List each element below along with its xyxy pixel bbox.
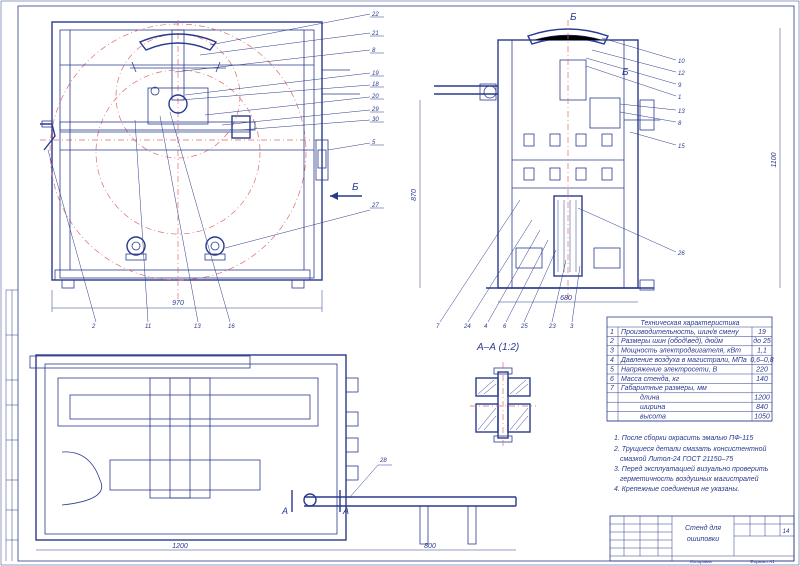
view-b-arrow-label: Б [352, 182, 359, 193]
callout-28: 28 [379, 458, 387, 464]
note-line: герметичность воздушных магистралей [620, 475, 759, 483]
callout-16: 16 [228, 324, 235, 330]
callout-23: 23 [548, 324, 556, 330]
sheet-number: 14 [783, 529, 790, 535]
note-line: смазкой Литол-24 ГОСТ 21150–75 [620, 455, 733, 463]
callout-5: 5 [372, 140, 376, 146]
callout-10: 10 [678, 59, 685, 65]
note-line: 3. Перед эксплуатацией визуально провери… [614, 465, 769, 473]
spec-row-value: 1200 [754, 395, 770, 402]
dim-plan-ext: 800 [424, 543, 436, 550]
spec-row-label: Размеры шин (обод\вед), дюйм [621, 337, 723, 345]
callout-8: 8 [372, 48, 376, 54]
spec-row-value: 0,6–0,8 [750, 357, 773, 364]
callout-26: 26 [677, 251, 685, 257]
spec-row-label: длина [640, 394, 660, 402]
inner-frame [17, 5, 795, 562]
callout-19: 19 [372, 71, 379, 77]
callout-13: 13 [194, 324, 201, 330]
spec-row-label: Мощность электродвигателя, кВт [621, 347, 741, 355]
dim-plan-width: 1200 [172, 543, 188, 550]
callout-27: 27 [371, 203, 379, 209]
plan-frame [35, 354, 347, 541]
spec-row-label: Производительность, шин/в смену [621, 328, 739, 336]
cut-a-right: А [342, 506, 349, 516]
spec-row-value: 840 [756, 404, 768, 411]
front-frame [51, 21, 323, 281]
spec-row-number: 2 [609, 338, 614, 345]
spec-row-number: 7 [610, 385, 615, 392]
dim-side-width: 680 [560, 295, 572, 302]
spec-row-number: 6 [610, 376, 614, 383]
spec-row-value: 19 [758, 329, 766, 336]
spec-row-value: до 25 [753, 337, 771, 345]
note-line: 4. Крепежные соединения не указаны. [614, 485, 739, 493]
callout-18: 18 [372, 82, 379, 88]
callout-15: 15 [678, 144, 685, 150]
callout-3: 3 [570, 324, 574, 330]
title-line-1: Стенд для [685, 524, 721, 532]
section-label: А–А (1:2) [476, 342, 519, 353]
callout-20: 20 [371, 94, 379, 100]
callout-11: 11 [145, 324, 151, 330]
callout-7: 7 [436, 324, 440, 330]
callout-9: 9 [678, 83, 682, 89]
spec-row-number: 1 [610, 329, 614, 336]
cut-a-left: А [281, 506, 288, 516]
front-view: 970 870 Б [40, 13, 421, 323]
note-line: 2. Трущиеся детали смазать консистентной [613, 445, 767, 453]
spec-title: Техническая характеристика [640, 320, 739, 327]
spec-row-label: высота [640, 413, 666, 420]
spec-row-label: ширина [640, 404, 665, 411]
view-b-title: Б [570, 12, 577, 23]
callout-22: 22 [371, 12, 379, 18]
copied-label: Копировал [690, 559, 713, 564]
spec-row-number: 3 [610, 348, 614, 355]
spec-row-value: 140 [756, 376, 768, 383]
spec-row-value: 1050 [754, 413, 770, 420]
dim-side-height: 1100 [771, 152, 778, 167]
front-callouts: 22 21 8 19 18 20 29 30 5 27 2 11 13 16 [91, 12, 384, 330]
spec-row-value: 1,1 [757, 348, 767, 355]
top-clamp [138, 33, 218, 51]
side-callouts: 10 12 9 1 13 8 15 26 7 24 4 6 25 23 3 [436, 59, 685, 330]
callout-8-side: 8 [678, 121, 682, 127]
callout-29: 29 [371, 107, 379, 113]
callout-6: 6 [503, 324, 507, 330]
dim-front-width: 970 [172, 300, 184, 307]
callout-12: 12 [678, 71, 685, 77]
dim-front-height: 870 [411, 189, 418, 201]
callout-13-side: 13 [678, 109, 685, 115]
spec-row-number: 5 [610, 366, 614, 373]
notes-block: 1. После сборки окрасить эмалью ПФ-115 2… [613, 434, 769, 493]
section-a-a: А–А (1:2) [470, 342, 536, 448]
spec-row-value: 220 [755, 366, 768, 373]
spec-row-label: Давление воздуха в магистрали, МПа [620, 356, 747, 364]
view-b-side-label: Б [622, 67, 629, 78]
callout-24: 24 [463, 324, 471, 330]
callout-1: 1 [678, 95, 681, 101]
note-line: 1. После сборки окрасить эмалью ПФ-115 [614, 434, 753, 442]
title-block: Стенд для ошиповки 14 Копировал Формат А… [609, 515, 795, 564]
format-label: Формат А1 [750, 559, 775, 564]
callout-30: 30 [372, 117, 379, 123]
plan-view: А А 28 1200 800 [29, 354, 517, 551]
title-line-2: ошиповки [687, 536, 719, 543]
side-view: 680 1100 Б Б [434, 12, 781, 323]
callout-4: 4 [484, 324, 488, 330]
spec-table: Техническая характеристика 1 Производител… [606, 316, 774, 422]
left-stamp-column [5, 289, 18, 561]
callout-21: 21 [371, 31, 379, 37]
spec-row-number: 4 [610, 357, 614, 364]
spec-row-label: Напряжение электросети, В [621, 366, 718, 373]
spec-row-label: Габаритные размеры, мм [621, 384, 707, 392]
callout-25: 25 [520, 324, 528, 330]
callout-2: 2 [91, 324, 96, 330]
spec-row-label: Масса стенда, кг [621, 375, 680, 383]
